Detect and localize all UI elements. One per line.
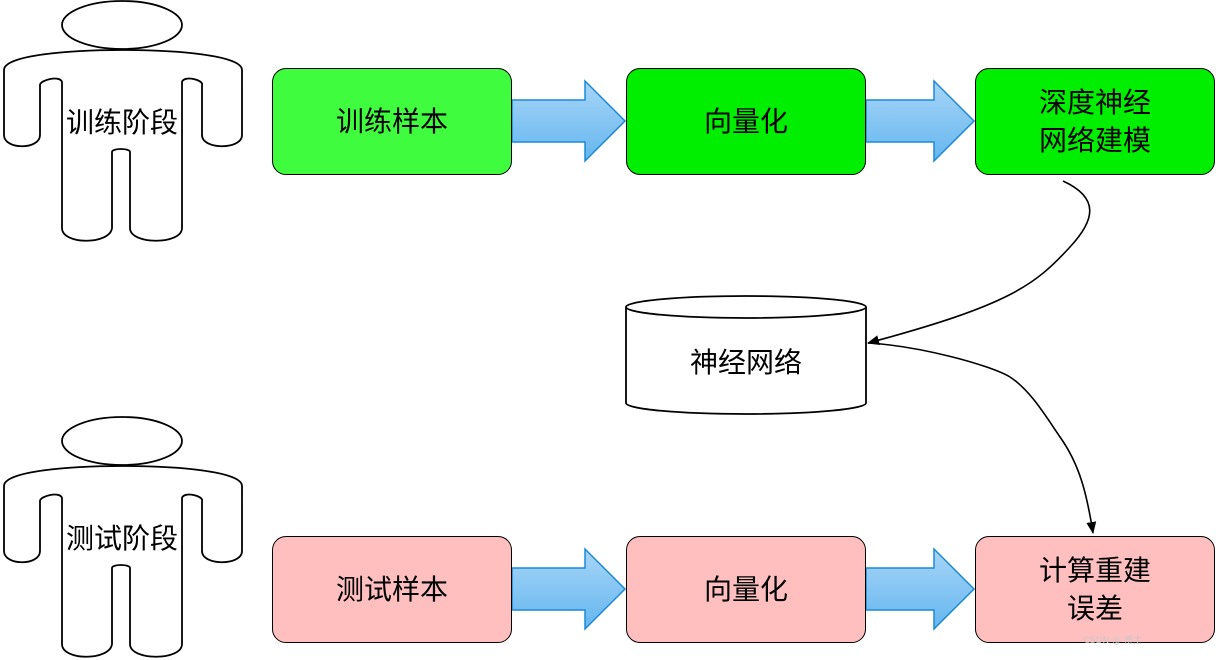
connector-network-to-error: [867, 342, 1097, 534]
reconstruction-error-label-line1: 计算重建: [1038, 553, 1151, 587]
test-samples-node: 测试样本: [272, 536, 512, 643]
train-samples-node: 训练样本: [272, 68, 512, 175]
dnn-modeling-label-line1: 深度神经: [1038, 85, 1151, 119]
connector-model-to-network: [867, 180, 1091, 345]
train-vectorize-node: 向量化: [626, 68, 866, 175]
neural-network-db-label: 神经网络: [689, 346, 802, 379]
test-vectorize-label: 向量化: [703, 572, 788, 606]
dnn-modeling-label-line2: 网络建模: [1038, 123, 1151, 157]
reconstruction-error-node: 计算重建 误差: [975, 536, 1215, 643]
train-stage-label: 训练阶段: [65, 106, 178, 139]
block-arrow: [511, 547, 627, 631]
train-samples-label: 训练样本: [335, 104, 448, 138]
block-arrow: [511, 79, 627, 163]
test-vectorize-node: 向量化: [626, 536, 866, 643]
block-arrow: [865, 79, 976, 163]
test-samples-label: 测试样本: [335, 572, 448, 606]
reconstruction-error-label-line2: 误差: [1066, 591, 1123, 625]
block-arrow: [865, 547, 976, 631]
watermark: CSDN @ 博主: [1083, 636, 1142, 646]
test-stage-label: 测试阶段: [65, 522, 178, 555]
cylinder-icon: [625, 295, 867, 415]
person-icon: [3, 416, 243, 658]
person-icon: [3, 0, 243, 242]
train-vectorize-label: 向量化: [703, 104, 788, 138]
dnn-modeling-node: 深度神经 网络建模: [975, 68, 1215, 175]
